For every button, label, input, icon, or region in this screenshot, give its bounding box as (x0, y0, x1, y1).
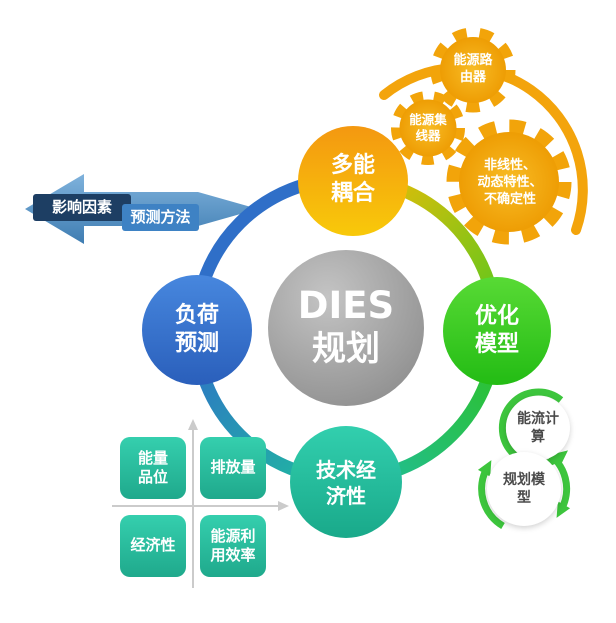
influence-factors-label: 影响因素 (33, 194, 131, 221)
coupling-line-1: 多能 (330, 153, 375, 178)
quadrant-emissions: 排放量 (200, 437, 266, 499)
node-multi-energy-coupling-label: 多能 耦合 (303, 152, 403, 208)
load-forecast-line-1: 负荷 (174, 303, 219, 328)
optimization-line-2: 模型 (474, 332, 519, 357)
planning-model-line-1: 规划模 (503, 471, 545, 488)
energy-grade-line-2: 品位 (137, 468, 168, 486)
efficiency-text: 能源利 用效率 (210, 527, 255, 566)
energy-flow-line-2: 算 (531, 429, 545, 445)
gear-characteristics-label: 非线性、 动态特性、 不确定性 (469, 157, 551, 208)
axis-up-arrowhead (188, 419, 198, 430)
energy-hub-line-1: 能源集 (409, 112, 447, 127)
efficiency-line-1: 能源利 (210, 526, 256, 545)
energy-grade-text: 能量 品位 (138, 449, 168, 488)
node-optimization-model-label: 优化 模型 (447, 303, 547, 359)
characteristics-line-2: 动态特性、 (477, 175, 543, 190)
node-multi-energy-coupling-circle (298, 126, 408, 236)
gear-swoosh-arc (379, 62, 588, 235)
gear-characteristics (446, 119, 572, 245)
gear-energy-router (430, 27, 516, 113)
economy-line-1: 经济性 (130, 536, 176, 555)
optimization-line-1: 优化 (474, 304, 519, 329)
quadrant-axes (112, 428, 280, 588)
efficiency-line-2: 用效率 (210, 546, 256, 564)
center-node-label: DIES 规划 (266, 284, 426, 370)
energy-grade-line-1: 能量 (137, 448, 168, 467)
load-forecast-line-2: 预测 (174, 331, 219, 356)
energy-router-line-1: 能源路 (453, 53, 493, 68)
badge-planning-model: 规划模 型 (487, 452, 561, 526)
axis-right-arrowhead (278, 501, 289, 511)
badge-energy-flow-calc: 能流计 算 (506, 396, 570, 460)
forecast-method-label: 预测方法 (122, 204, 199, 231)
characteristics-line-1: 非线性、 (483, 158, 536, 173)
node-load-forecast-label: 负荷 预测 (147, 302, 247, 358)
quadrant-economy: 经济性 (120, 515, 186, 577)
quadrant-efficiency: 能源利 用效率 (200, 515, 266, 577)
coupling-line-2: 耦合 (330, 181, 375, 206)
node-techno-economic-circle (290, 426, 402, 538)
energy-router-line-2: 由器 (459, 70, 486, 85)
gear-energy-hub-label: 能源集 线器 (394, 112, 462, 144)
center-line-1: DIES (297, 284, 395, 327)
gear-energy-router-label: 能源路 由器 (438, 52, 508, 86)
node-techno-economic-label: 技术经 济性 (296, 457, 396, 509)
energy-hub-line-2: 线器 (415, 128, 441, 143)
energy-flow-line-1: 能流计 (517, 410, 559, 427)
emissions-line-1: 排放量 (210, 458, 256, 477)
quadrant-energy-grade: 能量 品位 (120, 437, 186, 499)
characteristics-line-3: 不确定性 (483, 192, 536, 207)
gear-energy-hub (391, 91, 465, 165)
energy-flow-text: 能流计 算 (517, 410, 559, 446)
center-dies-circle (268, 250, 424, 406)
node-optimization-model-circle (443, 277, 551, 385)
center-line-2: 规划 (312, 329, 380, 369)
planning-model-arrow-left (477, 460, 505, 530)
techno-economic-line-2: 济性 (326, 484, 366, 508)
node-load-forecast-circle (142, 275, 252, 385)
techno-economic-line-1: 技术经 (316, 458, 376, 482)
planning-model-text: 规划模 型 (503, 471, 545, 507)
planning-model-line-2: 型 (517, 490, 531, 506)
